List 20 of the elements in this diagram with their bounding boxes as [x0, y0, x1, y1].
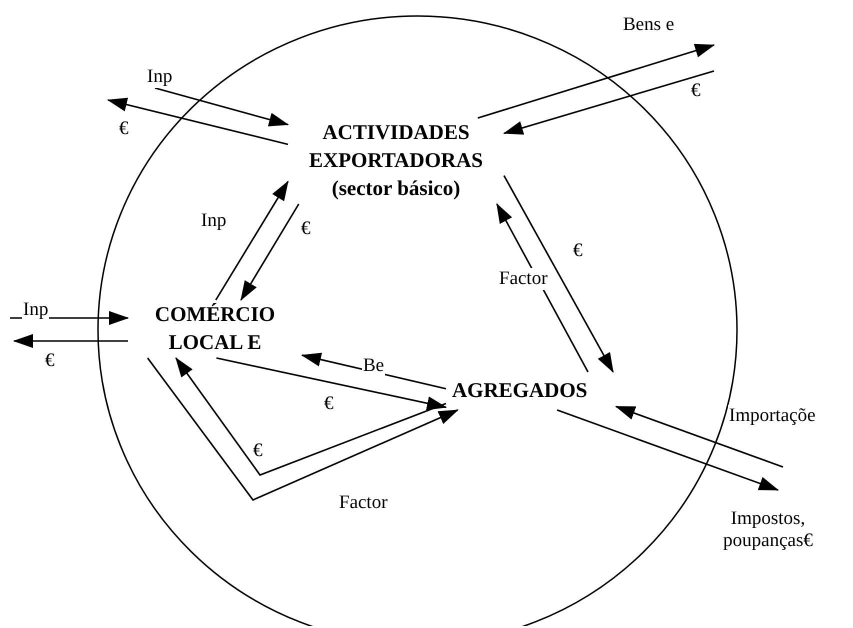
sector-label: ACTIVIDADES EXPORTADORAS (sector básico): [308, 119, 484, 202]
arrow: [13, 334, 128, 348]
arrow: [107, 98, 288, 146]
edge-label: Importaçõe: [728, 405, 817, 427]
arrow: [503, 70, 714, 135]
arrow: [146, 358, 459, 501]
arrow: [216, 357, 447, 410]
sector-label: COMÉRCIO LOCAL E: [154, 301, 276, 356]
arrow: [556, 409, 779, 491]
sector-label: AGREGADOS: [452, 377, 588, 404]
arrow: [215, 180, 289, 300]
edge-label: Factor: [498, 268, 549, 290]
arrow: [175, 357, 446, 476]
arrow: [615, 406, 784, 468]
arrow: [154, 87, 289, 126]
arrow: [478, 44, 715, 119]
arrow: [496, 203, 589, 372]
arrow: [301, 352, 446, 390]
arrow: [240, 204, 300, 301]
arrow: [503, 175, 614, 373]
